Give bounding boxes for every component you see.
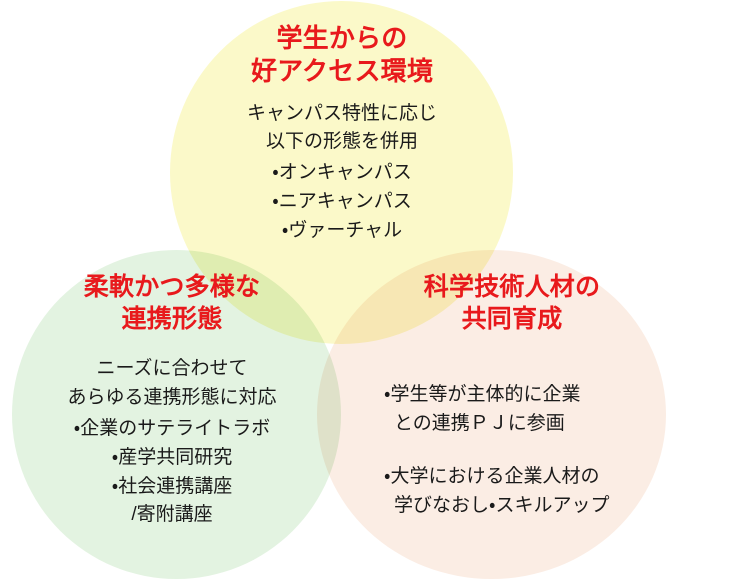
venn-list-item: ・社会連携講座 /寄附講座 xyxy=(111,475,233,526)
venn-list-item: ・大学における企業人材の 学びなおし・スキルアップ xyxy=(384,465,610,516)
venn-list-talent-development: ・学生等が主体的に企業 との連携ＰＪに参画 ・大学における企業人材の 学びなおし… xyxy=(366,381,658,521)
venn-lead-line: 以下の形態を併用 xyxy=(265,131,418,153)
venn-circle-collaboration xyxy=(12,250,341,579)
venn-list-access: ・オンキャンパス ・ニアキャンパス ・ヴァーチャル xyxy=(189,159,495,246)
venn-lead-line: ニーズに合わせて xyxy=(96,358,248,379)
venn-lead-collaboration: ニーズに合わせて あらゆる連携形態に対応 xyxy=(22,355,322,413)
venn-circle-talent-development xyxy=(317,250,666,579)
venn-label-group-talent-development: 科学技術人材の 共同育成 ・学生等が主体的に企業 との連携ＰＪに参画 ・大学にお… xyxy=(366,272,658,521)
venn-list-item: ・ニアキャンパス xyxy=(272,191,412,213)
venn-list-collaboration: ・企業のサテライトラボ ・産学共同研究 ・社会連携講座 /寄附講座 xyxy=(22,415,322,531)
venn-heading-access: 学生からの 好アクセス環境 xyxy=(250,23,434,86)
venn-list-item: ・学生等が主体的に企業 との連携ＰＪに参画 xyxy=(384,384,581,434)
venn-heading-talent-development: 科学技術人材の 共同育成 xyxy=(423,273,601,333)
venn-list-item: ・企業のサテライトラボ xyxy=(73,417,271,439)
venn-lead-line: あらゆる連携形態に対応 xyxy=(67,386,277,408)
venn-list-item: ・オンキャンパス xyxy=(272,162,412,184)
venn-label-group-access: 学生からの 好アクセス環境 キャンパス特性に応じ 以下の形態を併用 ・オンキャン… xyxy=(189,22,495,246)
venn-label-group-collaboration: 柔軟かつ多様な 連携形態 ニーズに合わせて あらゆる連携形態に対応 ・企業のサテ… xyxy=(22,272,322,530)
venn-lead-access: キャンパス特性に応じ 以下の形態を併用 xyxy=(189,100,495,158)
venn-list-item: ・産学共同研究 xyxy=(111,446,233,468)
venn-lead-line: キャンパス特性に応じ xyxy=(246,102,437,124)
venn-list-item: ・ヴァーチャル xyxy=(281,220,403,241)
venn-heading-collaboration: 柔軟かつ多様な 連携形態 xyxy=(83,273,261,333)
